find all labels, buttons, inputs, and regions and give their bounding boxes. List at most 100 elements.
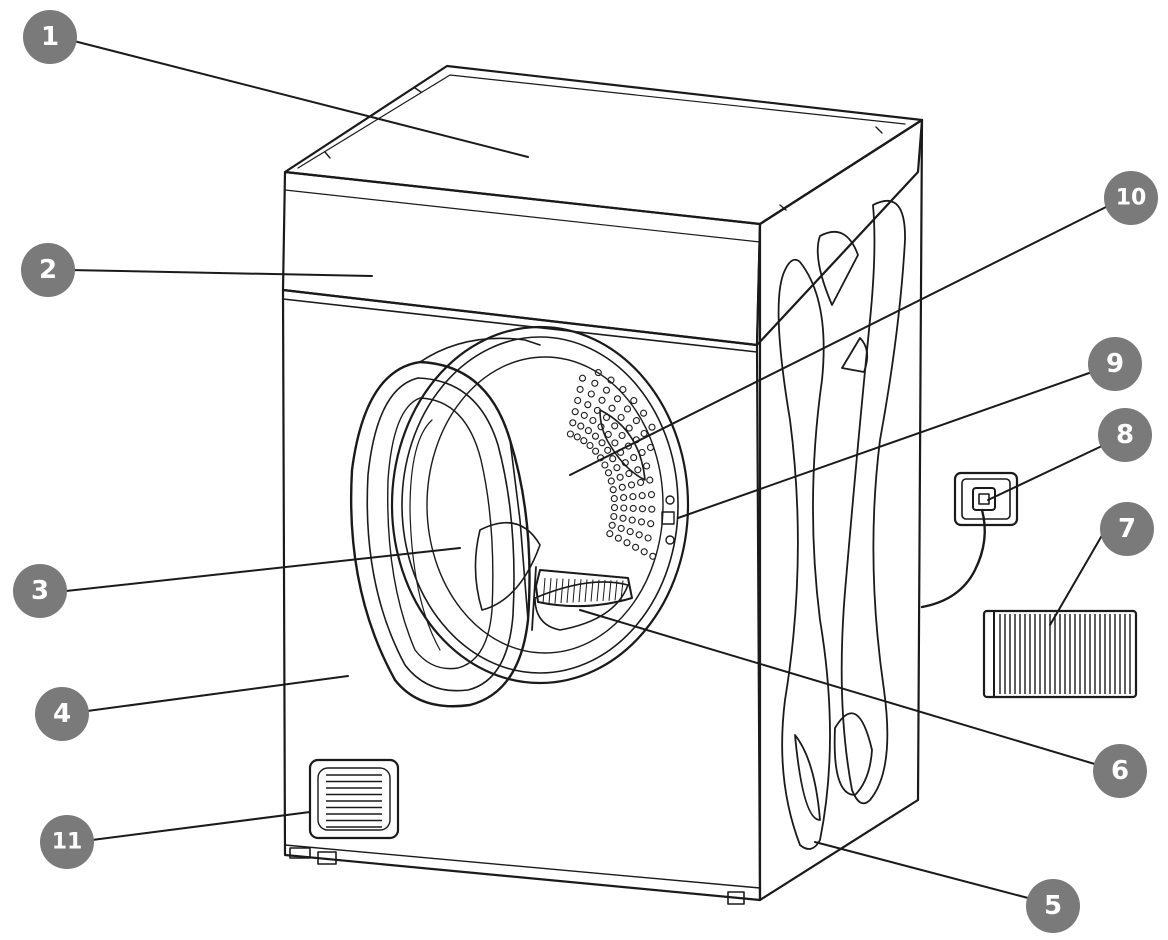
drum-hole (648, 505, 656, 513)
air-vent-grille (308, 758, 400, 840)
drum-hole (584, 401, 592, 409)
filter-mesh-line (548, 578, 552, 604)
drum-hole (625, 424, 633, 432)
callout-7-circle (1100, 502, 1154, 556)
drum-hole (592, 447, 600, 455)
drum-hole (630, 397, 638, 405)
callout-4: 4 (35, 687, 89, 741)
lint-filter (531, 566, 633, 631)
drum-hole (574, 396, 582, 405)
drum-hole (620, 494, 628, 502)
exhaust-hose (982, 609, 1138, 699)
filter-mesh-line (572, 578, 576, 603)
drum-hole (597, 423, 605, 431)
callout-3-number: 3 (31, 576, 49, 606)
drum-hole (620, 504, 628, 512)
filter-mesh-line (554, 578, 558, 604)
drum-hole (649, 552, 657, 560)
callout-9-circle (1088, 337, 1142, 391)
callout-11-number: 11 (52, 830, 83, 855)
callout-5-circle (1026, 879, 1080, 933)
callout-4-number: 4 (53, 699, 71, 729)
callout-2: 2 (21, 243, 75, 297)
drum-hole (619, 385, 627, 394)
hose-ribs (999, 614, 1131, 694)
callout-9-number: 9 (1106, 349, 1124, 379)
drum-hole (638, 448, 646, 457)
drum-hole (619, 514, 627, 522)
lint-filter-mesh (542, 577, 624, 605)
callout-5: 5 (1026, 879, 1080, 933)
drum-hole (598, 439, 606, 447)
power-plug (920, 471, 1019, 609)
callout-3-circle (13, 564, 67, 618)
drum-hole (602, 386, 611, 394)
drum-hole (589, 416, 597, 425)
drum-hole (616, 473, 624, 481)
drum-hole (629, 493, 637, 501)
drum-hole (613, 395, 622, 403)
callout-2-number: 2 (39, 255, 57, 285)
drum-hole (608, 521, 616, 529)
drum-hole (643, 462, 651, 470)
drum-perforations (566, 369, 657, 560)
callout-2-circle (21, 243, 75, 297)
filter-mesh-line (608, 580, 612, 601)
filter-mesh-line (620, 580, 624, 601)
drum-hole (598, 396, 606, 404)
drum-hole (617, 413, 625, 422)
front-panel (281, 288, 762, 905)
drum-hole (638, 505, 647, 513)
callout-10-circle (1104, 171, 1158, 225)
callout-8: 8 (1098, 408, 1152, 462)
drum-hole (604, 430, 612, 438)
dryer-illustration (281, 64, 1138, 905)
drum-hole (610, 504, 619, 512)
drum-hole (617, 524, 625, 532)
drum-hole (621, 459, 629, 467)
drum-hole (646, 443, 655, 452)
callout-10: 10 (1104, 171, 1158, 225)
callout-6-number: 6 (1111, 756, 1129, 786)
drum-hole (625, 470, 633, 478)
drum-hole (640, 548, 648, 556)
drum-hole (640, 409, 648, 417)
door (349, 337, 541, 708)
callout-8-circle (1098, 408, 1152, 462)
drum-hole (576, 385, 584, 393)
drum-hole (624, 442, 632, 450)
control-panel (281, 118, 924, 353)
filter-mesh-line (566, 578, 570, 603)
drum-hole (646, 476, 654, 484)
drum-hole (593, 406, 601, 414)
drum-hole (638, 492, 646, 500)
drum-hole (629, 504, 637, 512)
drum-hole (569, 419, 577, 427)
drum-hole (628, 516, 636, 524)
drum-hole (632, 417, 640, 425)
drum-hole (647, 491, 656, 499)
callout-11-circle (40, 815, 94, 869)
callout-9: 9 (1088, 337, 1142, 391)
drum-hole (611, 439, 619, 447)
drum-hole (610, 495, 618, 503)
drum-hole (607, 477, 615, 485)
drum-hole (630, 454, 638, 462)
drum-hole (637, 478, 645, 487)
callout-11: 11 (40, 815, 94, 869)
callout-1-number: 1 (41, 22, 59, 52)
callout-5-number: 5 (1044, 891, 1062, 921)
callout-badges: 1 2 3 4 5 6 7 8 (13, 10, 1158, 933)
drum-hole (580, 411, 588, 419)
drum-hole (607, 376, 615, 384)
callout-6: 6 (1093, 744, 1147, 798)
drum-hole (609, 455, 617, 463)
callout-1: 1 (23, 10, 77, 64)
vent-slats (326, 774, 382, 828)
drum-hole (571, 408, 579, 416)
drum-hole (609, 486, 617, 494)
drum-hole (594, 369, 602, 377)
drum-hole (601, 461, 609, 469)
drum-hole (591, 432, 600, 440)
